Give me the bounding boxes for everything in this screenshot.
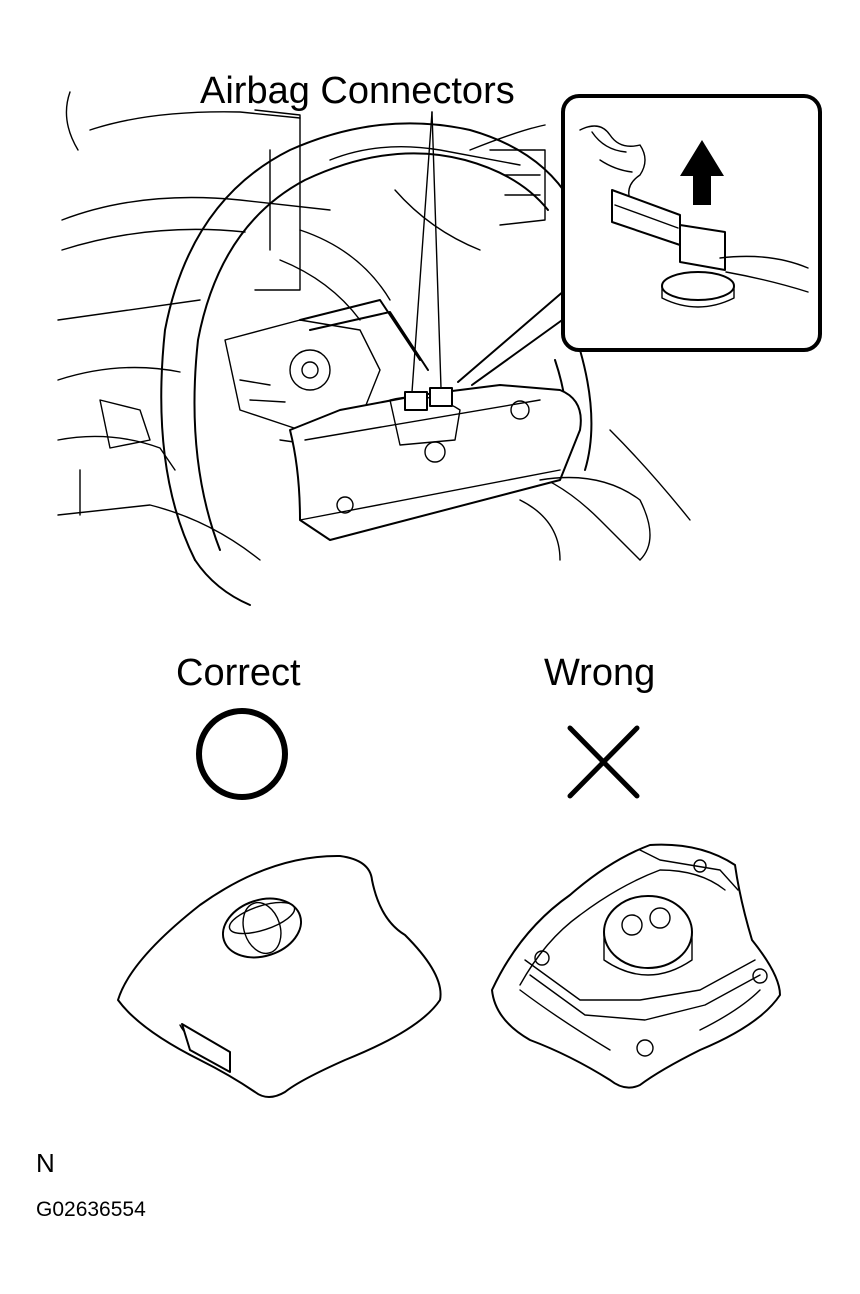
detail-inset — [561, 94, 822, 352]
steering-wheel — [160, 122, 593, 606]
arrow-up-icon — [680, 140, 724, 205]
view-code-label: N — [36, 1148, 55, 1178]
correct-label: Correct — [176, 652, 301, 694]
airbag-connectors-label: Airbag Connectors — [200, 70, 515, 112]
wrong-label: Wrong — [544, 652, 656, 694]
cross-icon — [567, 725, 640, 799]
figure-id-label: G02636554 — [36, 1198, 146, 1221]
dashboard-background — [57, 91, 691, 561]
connector-leader-lines — [411, 111, 566, 393]
airbag-module-removed — [289, 384, 651, 561]
airbag-pad-face-down — [491, 843, 781, 1089]
emblem-icon — [221, 897, 303, 959]
circle-icon — [196, 708, 288, 800]
airbag-pad-face-up — [117, 854, 442, 1098]
